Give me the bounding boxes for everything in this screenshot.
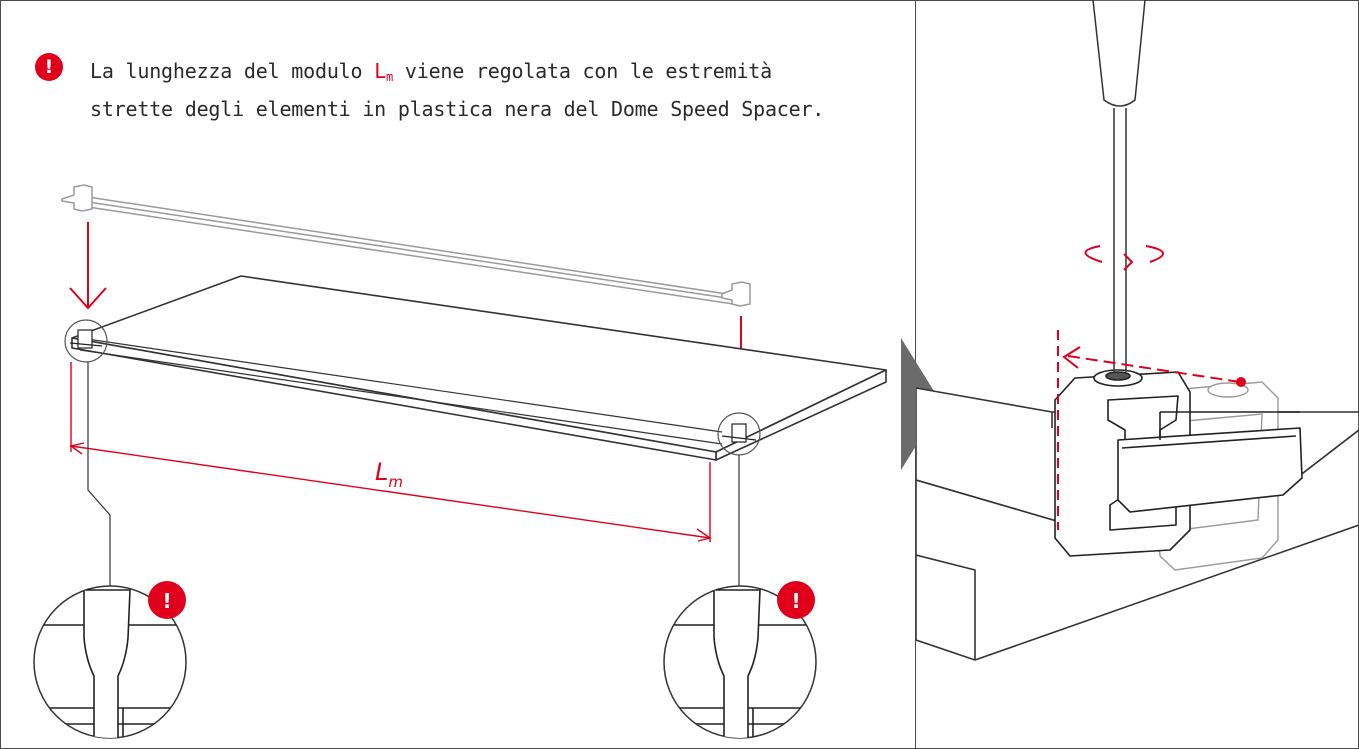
- metal-profile: [1117, 411, 1303, 513]
- dome-speed-spacer-rod: [61, 184, 751, 307]
- detail-zoom-left: [33, 585, 187, 739]
- detail-marker-right: [717, 412, 761, 456]
- rotation-arrow-icon: [1084, 245, 1164, 271]
- note-text-after: viene regolata con le estremità strette …: [90, 59, 825, 121]
- offset-dimension: [1057, 330, 1246, 530]
- detail-warning-icon-right: !: [777, 581, 815, 619]
- svg-text:!: !: [162, 589, 171, 613]
- detail-warning-icon-left: !: [148, 581, 186, 619]
- detail-zoom-right: [663, 585, 817, 739]
- instruction-note: La lunghezza del modulo Lm viene regolat…: [90, 55, 850, 125]
- module-length-dimension: [69, 362, 712, 542]
- warning-icon: !: [35, 53, 63, 81]
- svg-text:!: !: [791, 589, 800, 613]
- detail-marker-left: [64, 319, 108, 363]
- leader-lines: [87, 362, 740, 588]
- insertion-arrow-left: [69, 222, 107, 310]
- dimension-label: Lm: [375, 458, 403, 491]
- module-length-symbol: Lm: [374, 59, 394, 84]
- board-panel: [71, 275, 887, 461]
- note-text-before: La lunghezza del modulo: [90, 59, 375, 83]
- screwdriver: [1092, 0, 1146, 372]
